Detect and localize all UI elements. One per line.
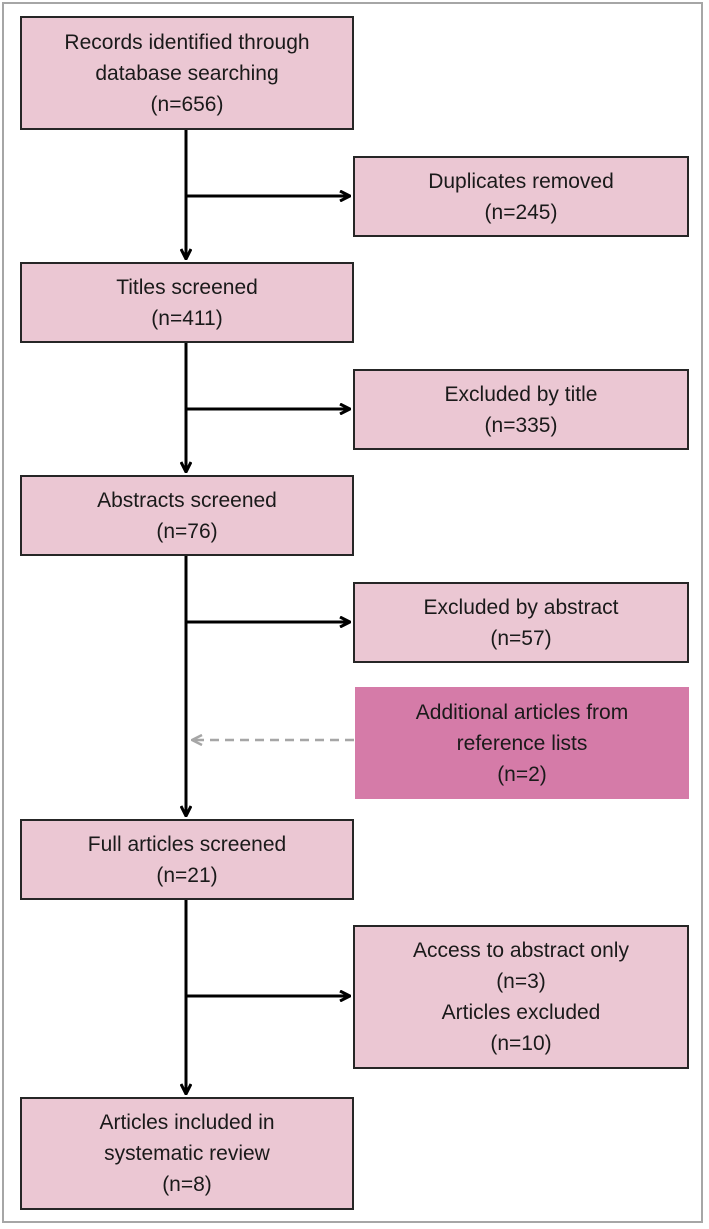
full-articles-screened-box: Full articles screened (n=21)	[20, 819, 354, 900]
box-text-line: Articles included in	[99, 1111, 275, 1134]
box-count: (n=2)	[497, 762, 547, 786]
box-text-line: Titles screened	[116, 275, 258, 299]
box-count: (n=411)	[151, 306, 223, 330]
excluded-by-abstract-box: Excluded by abstract (n=57)	[353, 582, 689, 663]
box-count: (n=335)	[484, 413, 558, 437]
box-count: (n=21)	[156, 863, 218, 887]
box-text-line: database searching	[95, 61, 279, 85]
records-identified-box: Records identified through database sear…	[20, 16, 354, 130]
duplicates-removed-box: Duplicates removed (n=245)	[353, 156, 689, 237]
box-text-line: reference lists	[456, 731, 588, 755]
box-text-line: Articles excluded	[441, 1001, 601, 1024]
additional-articles-box: Additional articles from reference lists…	[355, 687, 689, 799]
abstracts-screened-box: Abstracts screened (n=76)	[20, 475, 354, 556]
box-text-line: Access to abstract only	[413, 939, 629, 962]
box-count: (n=8)	[162, 1173, 212, 1196]
box-text-line: systematic review	[104, 1142, 270, 1165]
box-count: (n=76)	[156, 519, 218, 543]
titles-screened-box: Titles screened (n=411)	[20, 262, 354, 343]
box-count: (n=656)	[150, 92, 224, 116]
box-count: (n=245)	[484, 200, 558, 224]
articles-included-box: Articles included in systematic review (…	[20, 1097, 354, 1210]
excluded-full-articles-box: Access to abstract only (n=3) Articles e…	[353, 925, 689, 1069]
box-count: (n=10)	[490, 1032, 552, 1055]
excluded-by-title-box: Excluded by title (n=335)	[353, 369, 689, 450]
box-text-line: Records identified through	[64, 30, 310, 54]
box-text-line: Duplicates removed	[428, 169, 614, 193]
box-count: (n=3)	[496, 970, 546, 993]
box-text-line: Excluded by title	[444, 382, 598, 406]
box-text-line: Abstracts screened	[97, 488, 277, 512]
box-text-line: Full articles screened	[87, 832, 287, 856]
box-text-line: Excluded by abstract	[423, 595, 619, 619]
box-text-line: Additional articles from	[415, 700, 629, 724]
box-count: (n=57)	[490, 626, 552, 650]
